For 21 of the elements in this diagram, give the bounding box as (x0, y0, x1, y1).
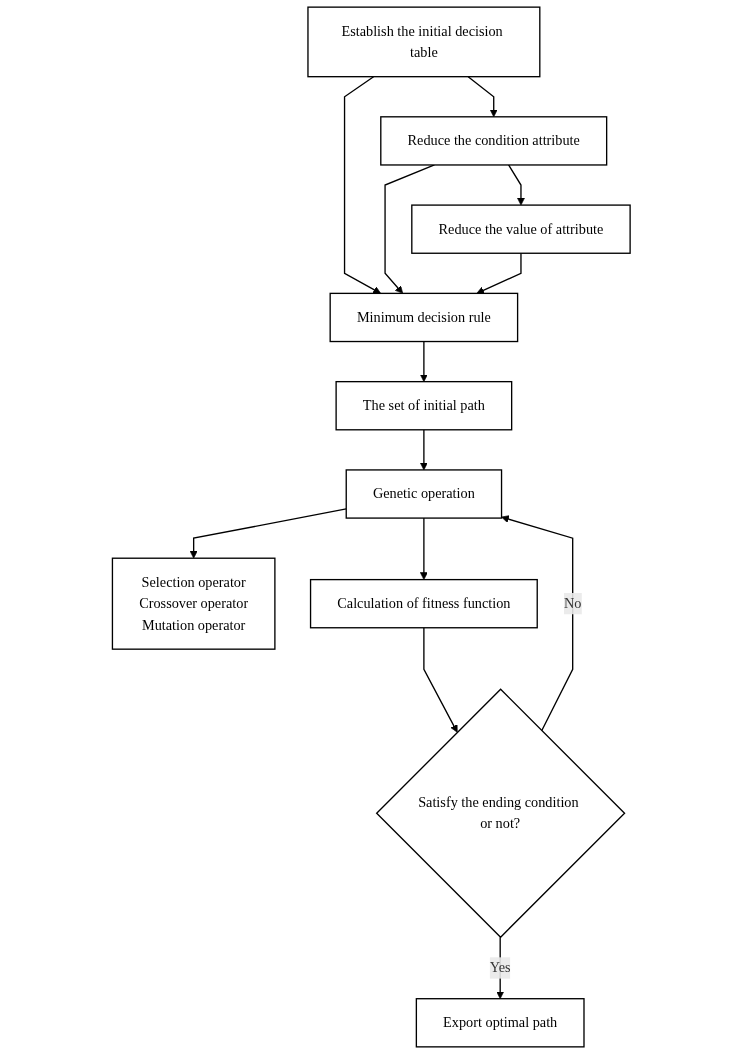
arrow (501, 515, 574, 732)
node-box: Establish the initial decision table (307, 6, 541, 78)
arrow (508, 164, 526, 206)
arrow (344, 76, 382, 294)
arrow (476, 252, 522, 294)
node-box: Reduce the condition attribute (380, 116, 608, 166)
node-box: The set of initial path (335, 380, 513, 431)
node-box: Minimum decision rule (329, 292, 519, 343)
node-box: Genetic operation (345, 469, 503, 519)
node-box: Selection operator Crossover operator Mutation operator (112, 557, 276, 650)
arrow (467, 76, 498, 118)
node-box: Calculation of fitness function (310, 578, 539, 629)
edge-label: No (564, 595, 582, 611)
arrow (420, 517, 429, 580)
node-box: Export optimal path (415, 998, 585, 1048)
arrow (420, 429, 429, 471)
arrow (423, 627, 458, 733)
edge-label: Yes (490, 959, 511, 976)
arrow (420, 340, 429, 382)
node-box: Reduce the value of attribute (411, 204, 631, 254)
node-diamond: Satisfy the ending condition or not? (375, 688, 626, 939)
